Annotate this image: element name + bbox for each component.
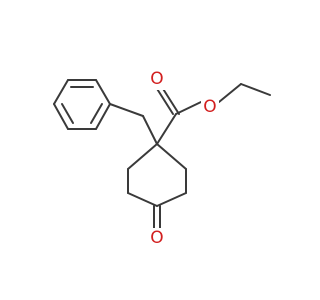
benzene-inner-double-bond-3 [61,103,74,124]
benzene-bond-6 [53,79,69,105]
ester-bond-quaternary-to-carbonyl-carbon [156,113,177,145]
ketone-oxygen-label: O [150,228,163,248]
cyclohexane-bond-4 [127,192,158,207]
ester-oxygen: O [201,97,219,118]
benzene-bond-3 [95,103,111,130]
cyclohexane-bond-3 [156,192,187,207]
ester-bond-oxygen-to-ethyl-ch2 [218,83,242,103]
benzene-bond-5 [53,103,69,130]
cyclohexane-bond-6 [127,143,158,170]
ketone-oxygen: O [148,228,166,248]
cyclohexanone-ring [127,143,187,207]
benzene-ring [53,79,111,130]
cyclohexane-bond-1 [156,143,187,170]
ester-bond-carbonyl-carbon-to-oxygen [175,101,202,115]
molecule-structure-diagram: O O O [53,69,271,248]
benzyl-bond-ch2-to-quaternary-carbon [142,115,158,145]
benzyl-bond-ring-to-ch2 [109,103,144,117]
ester-carbonyl-oxygen: O [148,69,166,90]
benzene-inner-double-bond-2 [90,103,103,124]
benzene-bond-2 [95,79,111,105]
ester-carbonyl-oxygen-label: O [150,69,163,89]
ethyl-bond-ch2-to-ch3 [240,83,271,96]
ester-oxygen-label: O [203,97,216,117]
